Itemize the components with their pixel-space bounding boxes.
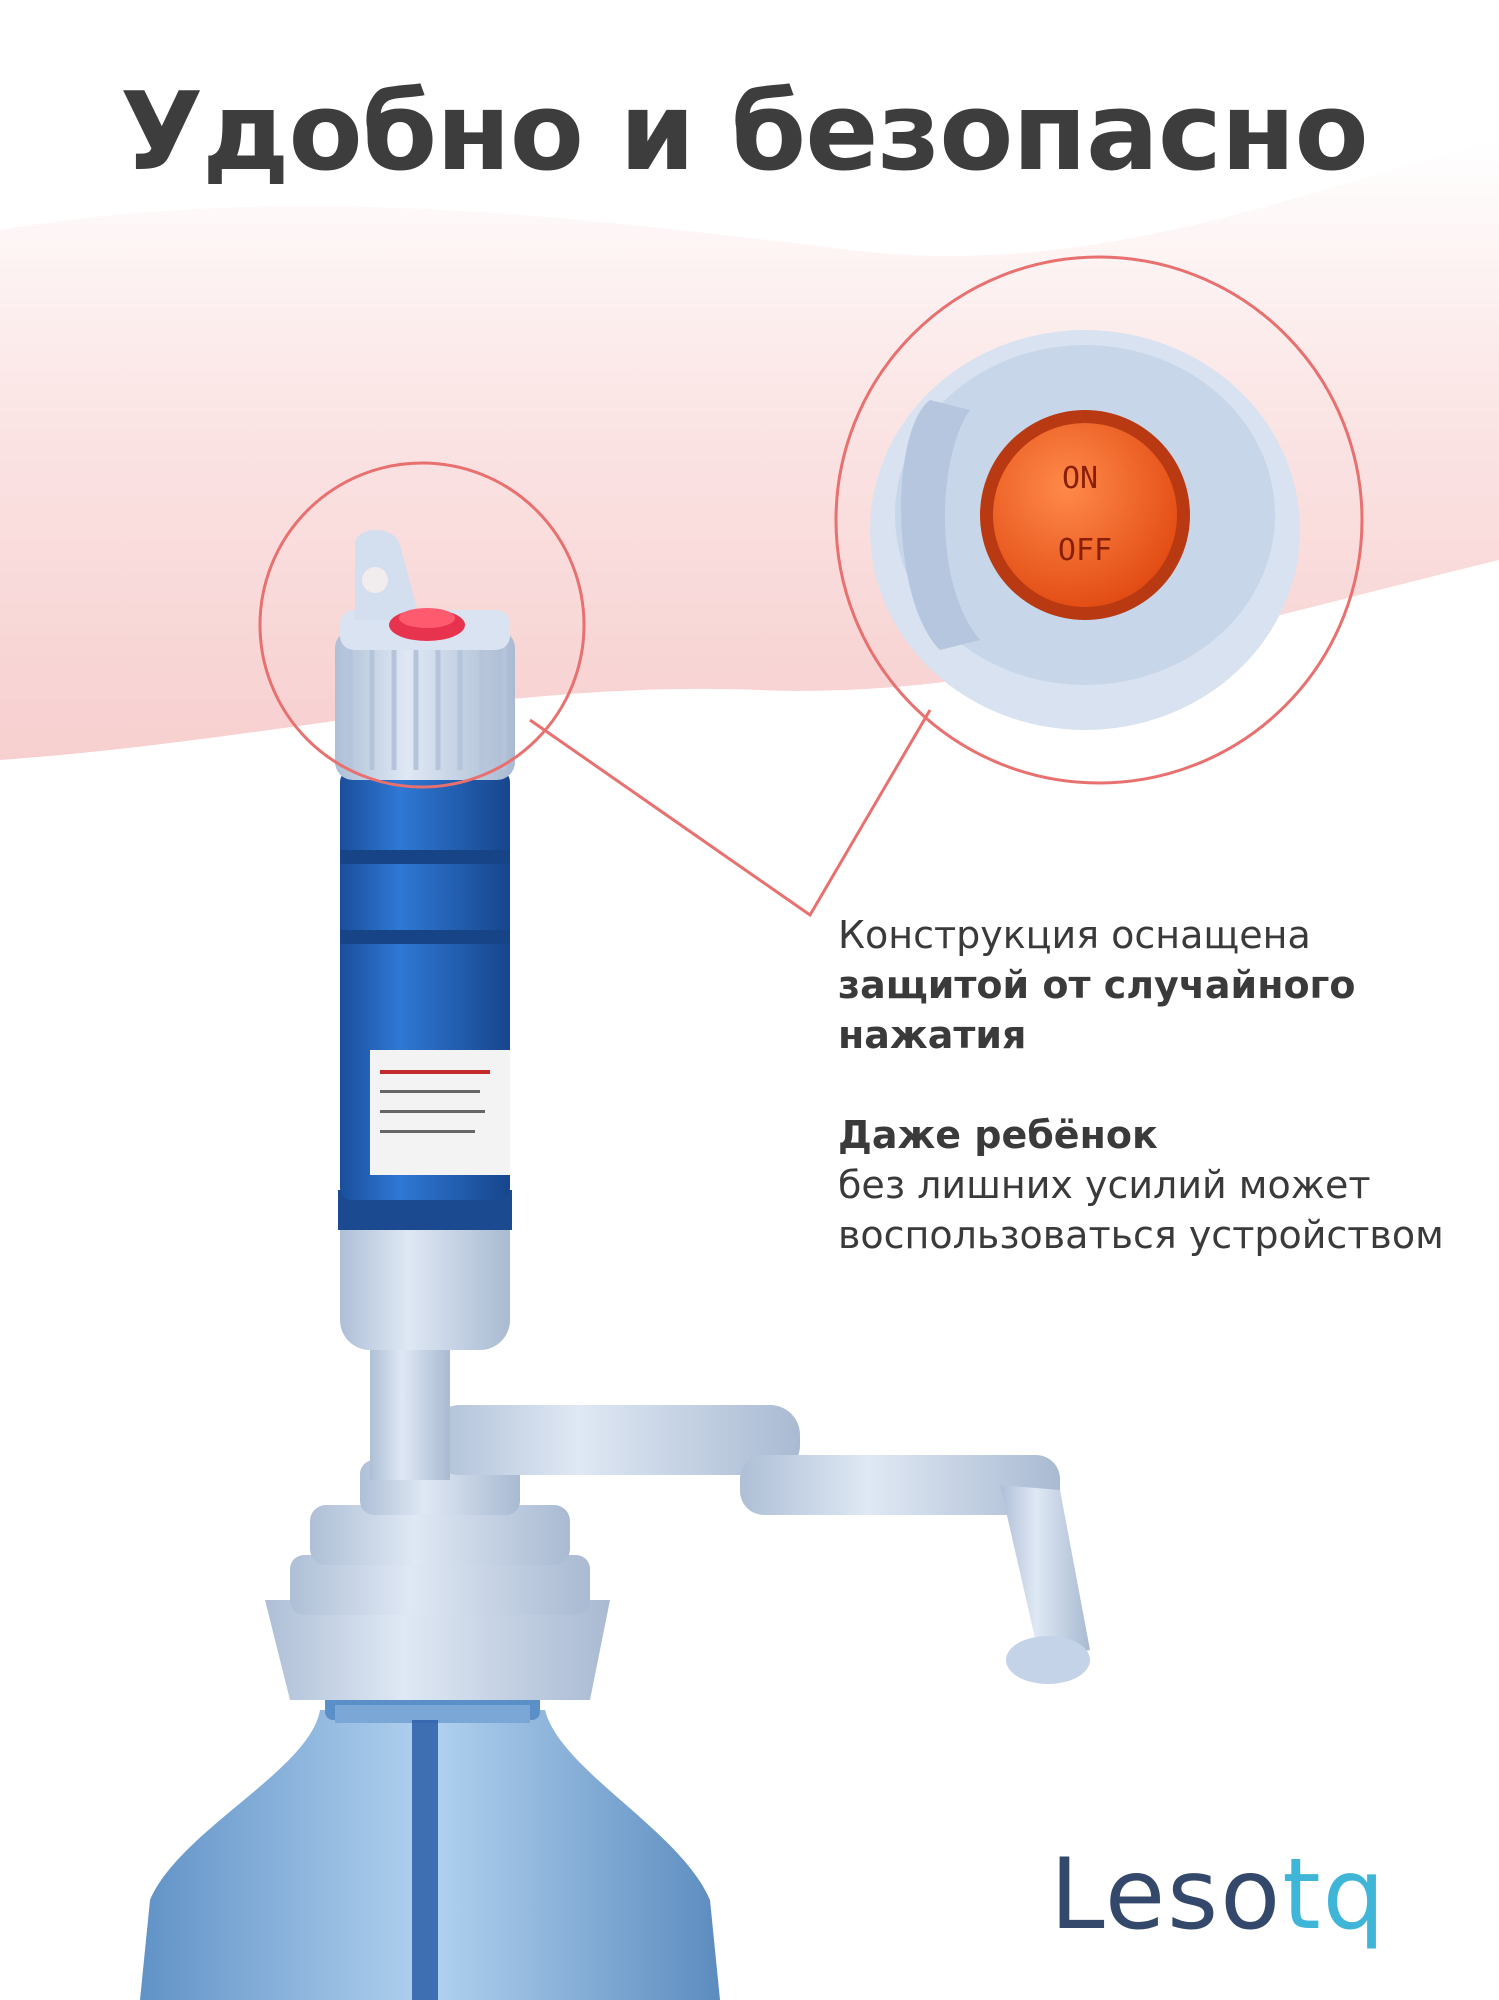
logo-part-3: q [1322, 1838, 1387, 1952]
feature-easy-use: Даже ребёнок без лишних усилий может вос… [838, 1110, 1478, 1260]
pump-body [335, 530, 515, 1350]
brand-logo: Lesotq [1050, 1838, 1387, 1952]
switch-off-label: OFF [1058, 533, 1112, 568]
logo-part-2: t [1282, 1838, 1323, 1952]
callout-small-circle [258, 461, 586, 789]
feature-2-bold: Даже ребёнок [838, 1113, 1158, 1157]
feature-2-text: без лишних усилий может воспользоваться … [838, 1163, 1444, 1257]
zoomed-switch: ON OFF [870, 330, 1300, 730]
water-bottle [140, 1690, 720, 2000]
switch-on-label: ON [1062, 461, 1098, 496]
callout-large-circle [834, 255, 1364, 785]
callout-pointer [529, 709, 932, 918]
feature-1-text: Конструкция оснащена [838, 913, 1311, 957]
spout [430, 1405, 1090, 1684]
feature-1-bold: защитой от случайного нажатия [838, 963, 1356, 1057]
feature-protection: Конструкция оснащена защитой от случайно… [838, 910, 1478, 1060]
bottle-adapter [265, 1460, 610, 1700]
logo-part-1: Leso [1050, 1838, 1283, 1952]
headline: Удобно и безопасно [120, 70, 1369, 195]
pump-stem [370, 1340, 450, 1480]
